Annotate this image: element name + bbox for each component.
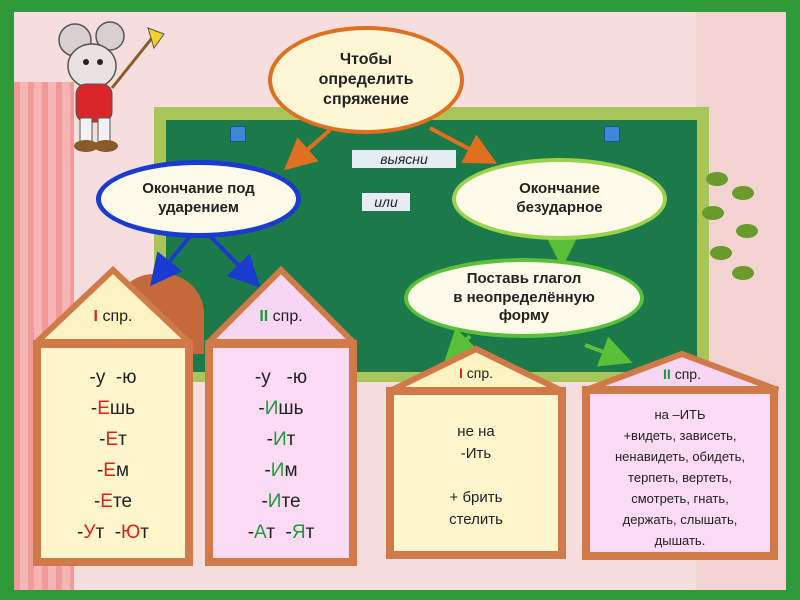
ending-row: -Им — [264, 460, 298, 481]
ending-row: -Ишь — [258, 398, 304, 419]
house-conjugation-2-stressed: II спр. -у -ю -Ишь -Ит -Им -Ите -Ат -Ят — [205, 266, 357, 566]
ending-row: -Ет — [99, 429, 127, 450]
endings-list: -у -ю -Ешь -Ет -Ем -Ете -Ут -Ют — [33, 340, 193, 566]
arrow-to-unstressed — [429, 126, 498, 164]
ending-row: -Ут -Ют — [77, 522, 149, 543]
ending-row: -у -ю — [254, 367, 308, 388]
verb-rules: на –ИТЬ +видеть, зависеть, ненавидеть, о… — [582, 386, 778, 560]
magnet-icon — [230, 126, 246, 142]
house-roof-label: II спр. — [259, 308, 303, 325]
flag-icon — [147, 27, 165, 50]
ending-row: -Ем — [96, 460, 130, 481]
arrow-to-conj-2b — [584, 336, 633, 367]
ending-row: -Ите — [261, 491, 301, 512]
house-roof-label: II спр. — [663, 366, 701, 382]
house-conjugation-2-unstressed: II спр. на –ИТЬ +видеть, зависеть, ненав… — [582, 350, 782, 560]
unstressed-ending-oval: Окончание безударное — [452, 158, 667, 240]
magnet-icon — [604, 126, 620, 142]
infinitive-form-oval: Поставь глагол в неопределённую форму — [404, 258, 644, 338]
verb-rules: не на -Ить + брить стелить — [386, 387, 566, 559]
arrow-to-conj-1b — [444, 327, 479, 362]
determine-conjugation-oval: Чтобы определить спряжение — [268, 26, 464, 134]
ending-row: -у -ю — [89, 367, 137, 388]
house-conjugation-1-stressed: I спр. -у -ю -Ешь -Ет -Ем -Ете -Ут -Ют — [33, 266, 193, 566]
house-roof-label: I спр. — [93, 308, 133, 325]
ending-list: -у -ю -Ишь -Ит -Им -Ите -Ат -Ят — [213, 362, 349, 548]
ending-row: -Ешь — [90, 398, 136, 419]
house-conjugation-1-unstressed: I спр. не на -Ить + брить стелить — [386, 345, 566, 560]
ending-list: -у -ю -Ешь -Ет -Ем -Ете -Ут -Ют — [41, 362, 185, 548]
ending-row: -Ете — [93, 491, 133, 512]
house-roof-label: I спр. — [458, 365, 494, 381]
house-roof — [33, 266, 193, 345]
arrow-to-conj-1 — [150, 234, 192, 287]
endings-list: -у -ю -Ишь -Ит -Им -Ите -Ат -Ят — [205, 340, 357, 566]
arrow-to-conj-2 — [208, 234, 261, 288]
find-out-label: выясни — [352, 150, 456, 168]
house-roof — [205, 266, 357, 345]
stressed-ending-oval: Окончание под ударением — [96, 160, 301, 238]
or-label: или — [362, 193, 410, 211]
arrow-to-stressed — [283, 128, 332, 171]
ending-row: -Ат -Ят — [247, 522, 315, 543]
plant-icon — [696, 162, 766, 292]
ending-row: -Ит — [266, 429, 296, 450]
mouse-mascot-icon — [58, 21, 165, 152]
